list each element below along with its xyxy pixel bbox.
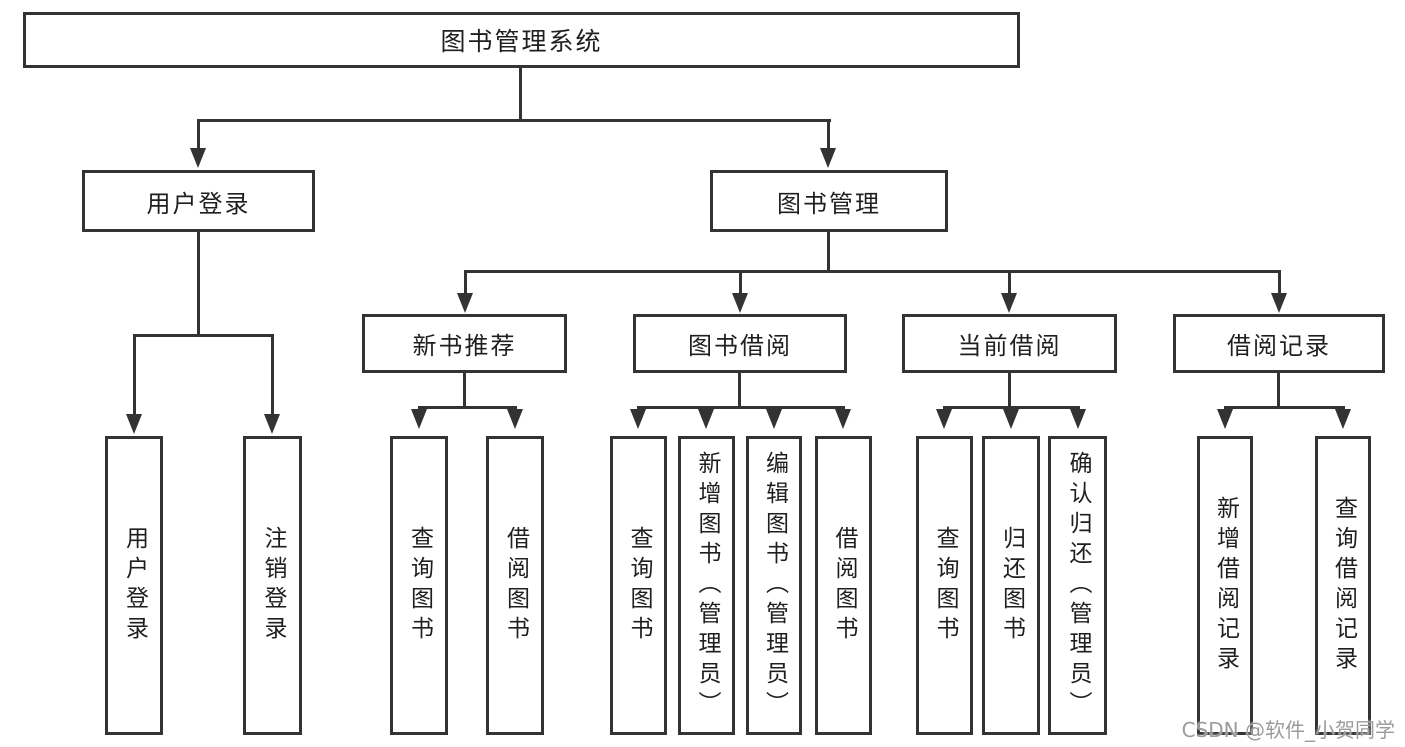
node-label: 用户登录 [146, 189, 251, 218]
arrowhead-book-borrowing [732, 293, 748, 313]
arrowhead-bb-query [630, 409, 646, 429]
node-library-management-system: 图书管理系统 [23, 12, 1020, 68]
node-label: 注销登录 [260, 525, 286, 646]
node-borrowing-records: 借阅记录 [1173, 314, 1385, 373]
connector-br-stem [1277, 373, 1280, 408]
node-label: 查询借阅记录 [1330, 495, 1357, 676]
leaf-query-borrow-record: 查询借阅记录 [1315, 436, 1371, 735]
connector-bb-stem [738, 373, 741, 408]
arrowhead-br-query [1335, 409, 1351, 429]
connector-bb-crossbar [637, 406, 845, 409]
connector-bm-crossbar [464, 270, 1281, 273]
arrowhead-current-borrowing [1001, 293, 1017, 313]
node-label: 新增图书（管理员） [694, 450, 720, 721]
leaf-add-books-admin: 新增图书（管理员） [678, 436, 735, 735]
leaf-return-books: 归还图书 [982, 436, 1040, 735]
leaf-borrow-books-recommend: 借阅图书 [486, 436, 544, 735]
arrowhead-cb-confirm [1070, 409, 1086, 429]
connector-drop-book-management [827, 120, 830, 150]
leaf-query-books-current: 查询图书 [916, 436, 973, 735]
leaf-query-books-borrowing: 查询图书 [610, 436, 667, 735]
arrowhead-bb-borrow [835, 409, 851, 429]
arrowhead-bb-edit [766, 409, 782, 429]
node-label: 借阅图书 [502, 525, 529, 646]
leaf-borrow-books: 借阅图书 [815, 436, 872, 735]
node-label: 归还图书 [998, 525, 1025, 646]
leaf-confirm-return-admin: 确认归还（管理员） [1048, 436, 1107, 735]
connector-br-crossbar [1224, 406, 1345, 409]
connector-nb-stem [463, 373, 466, 408]
connector-drop-leaf-login [133, 336, 136, 414]
node-label: 查询图书 [932, 525, 958, 646]
connector-bm-stem [827, 232, 830, 273]
node-label: 图书借阅 [688, 332, 792, 360]
connector-ul-stem [197, 232, 200, 336]
arrowhead-new-book [457, 293, 473, 313]
node-label: 新增借阅记录 [1212, 495, 1239, 676]
connector-drop-new-book [464, 272, 467, 294]
node-label: 用户登录 [121, 525, 148, 646]
connector-root-stem [519, 68, 522, 120]
arrowhead-cb-return [1003, 409, 1019, 429]
connector-root-crossbar [197, 119, 831, 122]
node-book-management: 图书管理 [710, 170, 948, 232]
arrowhead-user-login [190, 148, 206, 168]
node-label: 编辑图书（管理员） [761, 450, 788, 721]
connector-drop-leaf-logout [271, 336, 274, 414]
node-label: 图书管理系统 [440, 27, 603, 56]
arrowhead-borrowing-records [1271, 293, 1287, 313]
connector-drop-current-borrowing [1008, 272, 1011, 294]
connector-drop-book-borrowing [739, 272, 742, 294]
connector-cb-stem [1008, 373, 1011, 408]
node-book-borrowing: 图书借阅 [633, 314, 847, 373]
node-user-login: 用户登录 [82, 170, 315, 232]
node-label: 当前借阅 [957, 332, 1062, 360]
arrowhead-cb-query [936, 409, 952, 429]
connector-drop-borrowing-records [1278, 272, 1281, 294]
arrowhead-nb-borrow [507, 409, 523, 429]
node-label: 图书管理 [777, 189, 881, 218]
node-label: 确认归还（管理员） [1065, 450, 1091, 721]
node-label: 借阅图书 [831, 525, 857, 646]
arrowhead-nb-query [411, 409, 427, 429]
connector-nb-crossbar [418, 406, 517, 409]
leaf-add-borrow-record: 新增借阅记录 [1197, 436, 1253, 735]
arrowhead-bb-add [698, 409, 714, 429]
node-current-borrowing: 当前借阅 [902, 314, 1117, 373]
arrowhead-book-management [820, 148, 836, 168]
leaf-edit-books-admin: 编辑图书（管理员） [746, 436, 802, 735]
leaf-logout: 注销登录 [243, 436, 302, 735]
csdn-watermark: CSDN @软件_小贺同学 [1181, 718, 1395, 742]
node-label: 新书推荐 [412, 332, 517, 360]
node-new-book-recommendation: 新书推荐 [362, 314, 567, 373]
node-label: 查询图书 [406, 525, 433, 646]
leaf-user-login: 用户登录 [105, 436, 163, 735]
arrowhead-leaf-logout [264, 414, 280, 434]
arrowhead-br-add [1217, 409, 1233, 429]
node-label: 查询图书 [626, 525, 652, 646]
connector-ul-crossbar [133, 334, 274, 337]
arrowhead-leaf-login [126, 414, 142, 434]
connector-cb-crossbar [943, 406, 1080, 409]
connector-drop-user-login [197, 120, 200, 150]
node-label: 借阅记录 [1227, 332, 1331, 360]
leaf-query-books-recommend: 查询图书 [390, 436, 448, 735]
